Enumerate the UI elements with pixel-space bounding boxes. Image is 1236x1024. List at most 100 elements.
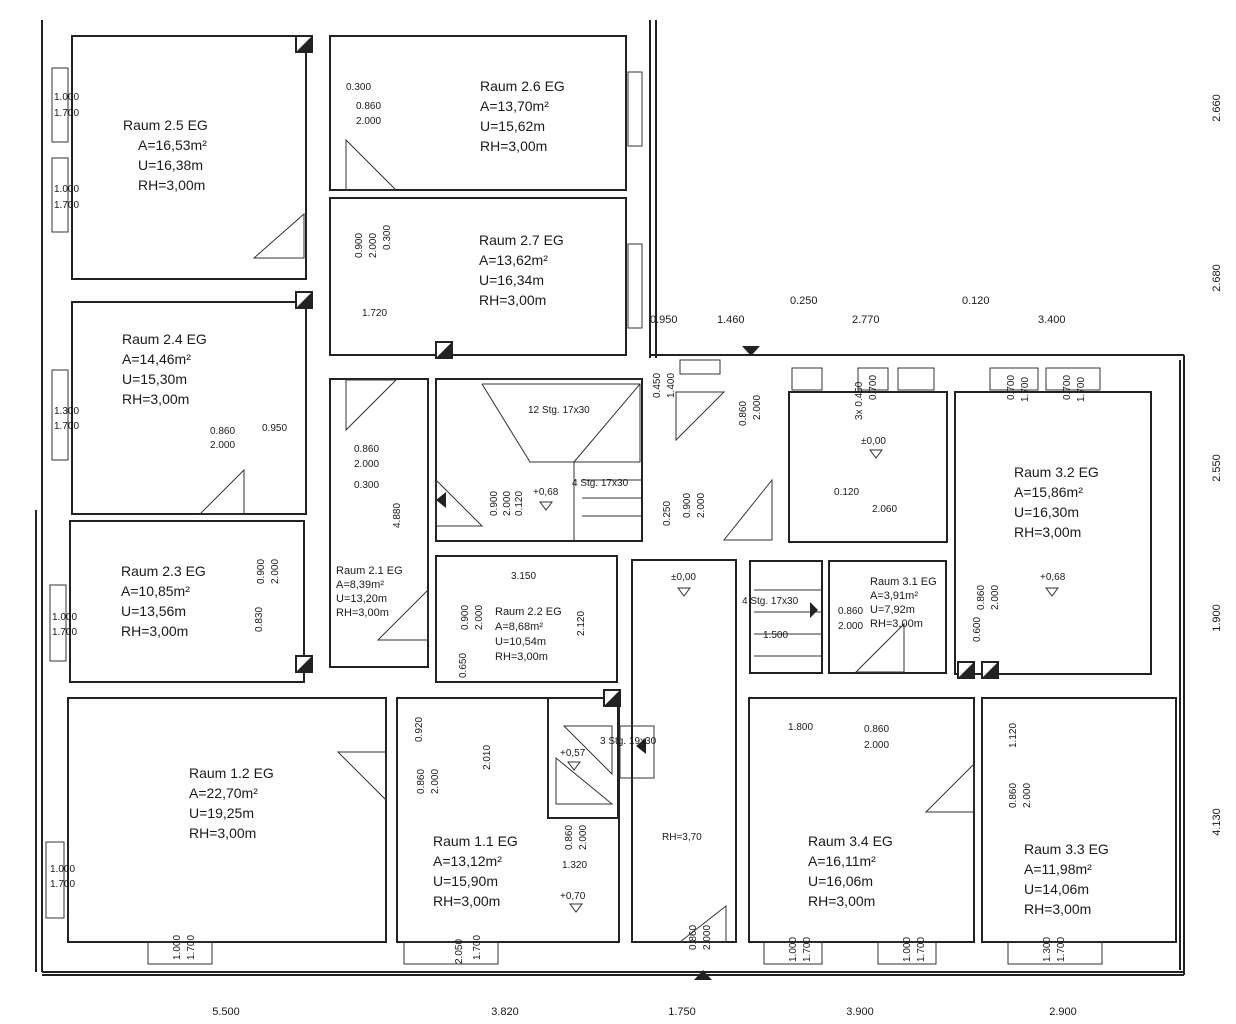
room-2-5-outline	[71, 35, 307, 280]
room-height: RH=3,00m	[336, 607, 389, 619]
annotation: 0.900	[489, 491, 500, 516]
room-name: Raum 2.5 EG	[123, 117, 208, 133]
annotation: 1.300	[1042, 937, 1053, 962]
room-name: Raum 2.1 EG	[336, 565, 403, 577]
dimension-label: 2.900	[1049, 1006, 1077, 1018]
annotation: 2.000	[838, 621, 863, 632]
annotation: 1.700	[472, 935, 483, 960]
annotation: 0.700	[868, 375, 879, 400]
room-area: A=13,12m²	[433, 853, 502, 869]
annotation: 0.450	[652, 373, 663, 398]
window-top-right-4	[989, 367, 1039, 391]
window-left-2	[51, 157, 69, 233]
annotation: 1.400	[666, 373, 677, 398]
annotation: 4 Stg. 17x30	[572, 478, 629, 489]
window-left-1	[51, 67, 69, 143]
room-3-4-outline	[748, 697, 975, 943]
dimension-label: 3.820	[491, 1006, 519, 1018]
annotation: 2.000	[474, 605, 485, 630]
annotation: 0.120	[834, 487, 859, 498]
windows	[45, 67, 1103, 965]
room-label-3-4: Raum 3.4 EG A=16,11m² U=16,06m RH=3,00m	[808, 833, 893, 909]
annotation: 0.860	[564, 825, 575, 850]
annotation: 1.500	[763, 630, 788, 641]
annotation: 0.120	[514, 491, 525, 516]
room-2-1-outline	[329, 378, 429, 668]
annotation: 0.950	[262, 423, 287, 434]
room-height: RH=3,00m	[138, 177, 205, 193]
annotation: 1.000	[54, 92, 79, 103]
room-perimeter: U=19,25m	[189, 805, 254, 821]
annotation: 1.700	[1056, 937, 1067, 962]
room-area: A=16,53m²	[138, 137, 207, 153]
room-label-2-3: Raum 2.3 EG A=10,85m² U=13,56m RH=3,00m	[121, 563, 206, 639]
annotation: 0.830	[254, 607, 265, 632]
room-perimeter: U=13,20m	[336, 593, 387, 605]
stair-arrow	[436, 492, 446, 508]
stair-right-outline	[749, 560, 823, 674]
annotation: 1.320	[562, 860, 587, 871]
annotation: 1.000	[172, 935, 183, 960]
annotation: 4.880	[392, 503, 403, 528]
window-bottom-3	[763, 941, 823, 965]
dimension-label: 4.130	[1211, 808, 1223, 836]
room-upper-right-small-outline	[788, 391, 948, 543]
dimension-label: 0.120	[962, 295, 990, 307]
room-walls	[67, 35, 1177, 943]
room-perimeter: U=16,34m	[479, 272, 544, 288]
room-label-3-2: Raum 3.2 EG A=15,86m² U=16,30m RH=3,00m	[1014, 464, 1099, 540]
annotation: 0.900	[354, 233, 365, 258]
dimension-label: 1.750	[668, 1006, 696, 1018]
room-height: RH=3,00m	[1024, 901, 1091, 917]
annotation: 2.000	[990, 585, 1001, 610]
stair-hall-outline	[435, 378, 643, 542]
dimension-label: 3.900	[846, 1006, 874, 1018]
room-1-2-outline	[67, 697, 387, 943]
entrance-arrow	[742, 346, 760, 356]
annotation: 1.700	[802, 937, 813, 962]
room-area: A=13,62m²	[479, 252, 548, 268]
window-bottom-4	[877, 941, 937, 965]
annotation: 2.050	[454, 939, 465, 964]
room-2-2-outline	[435, 555, 618, 683]
dimension-label: 0.950	[650, 314, 678, 326]
room-perimeter: U=16,30m	[1014, 504, 1079, 520]
room-perimeter: U=15,90m	[433, 873, 498, 889]
room-name: Raum 1.1 EG	[433, 833, 518, 849]
annotation: 2.000	[354, 459, 379, 470]
room-1-1-outline	[396, 697, 620, 943]
stair-arrow	[636, 738, 646, 754]
room-name: Raum 1.2 EG	[189, 765, 274, 781]
annotation: 1.000	[52, 612, 77, 623]
annotation: 2.010	[482, 745, 493, 770]
annotation: 1.300	[54, 406, 79, 417]
room-label-2-6: Raum 2.6 EG A=13,70m² U=15,62m RH=3,00m	[480, 78, 565, 154]
annotation: 3.150	[511, 571, 536, 582]
dimension-label: 0.250	[790, 295, 818, 307]
room-3-2-outline	[954, 391, 1152, 675]
entrance-arrow	[694, 970, 712, 980]
annotation: 1.000	[902, 937, 913, 962]
annotation: 0.860	[210, 426, 235, 437]
room-2-4-outline	[71, 301, 307, 515]
room-name: Raum 2.2 EG	[495, 606, 562, 618]
room-label-2-2: Raum 2.2 EG A=8,68m² U=10,54m RH=3,00m	[495, 606, 562, 663]
annotation: 0.600	[972, 617, 983, 642]
room-area: A=8,39m²	[336, 579, 384, 591]
room-height: RH=3,00m	[870, 618, 923, 630]
annotation: 0.860	[738, 401, 749, 426]
annotation: 0.860	[356, 101, 381, 112]
room-label-1-2: Raum 1.2 EG A=22,70m² U=19,25m RH=3,00m	[189, 765, 274, 841]
annotation: 1.120	[1008, 723, 1019, 748]
room-area: A=3,91m²	[870, 590, 918, 602]
annotation: 2.000	[270, 559, 281, 584]
annotation: 0.860	[1008, 783, 1019, 808]
annotation: 0.900	[256, 559, 267, 584]
window-top-right-2	[857, 367, 889, 391]
annotations: 1.000 1.700 1.000 1.700 0.300 0.860 2.00…	[50, 82, 1087, 964]
dimension-label: 5.500	[212, 1006, 240, 1018]
annotation: 0.300	[382, 225, 393, 250]
annotation: 1.700	[186, 935, 197, 960]
window-top-2	[627, 243, 643, 329]
